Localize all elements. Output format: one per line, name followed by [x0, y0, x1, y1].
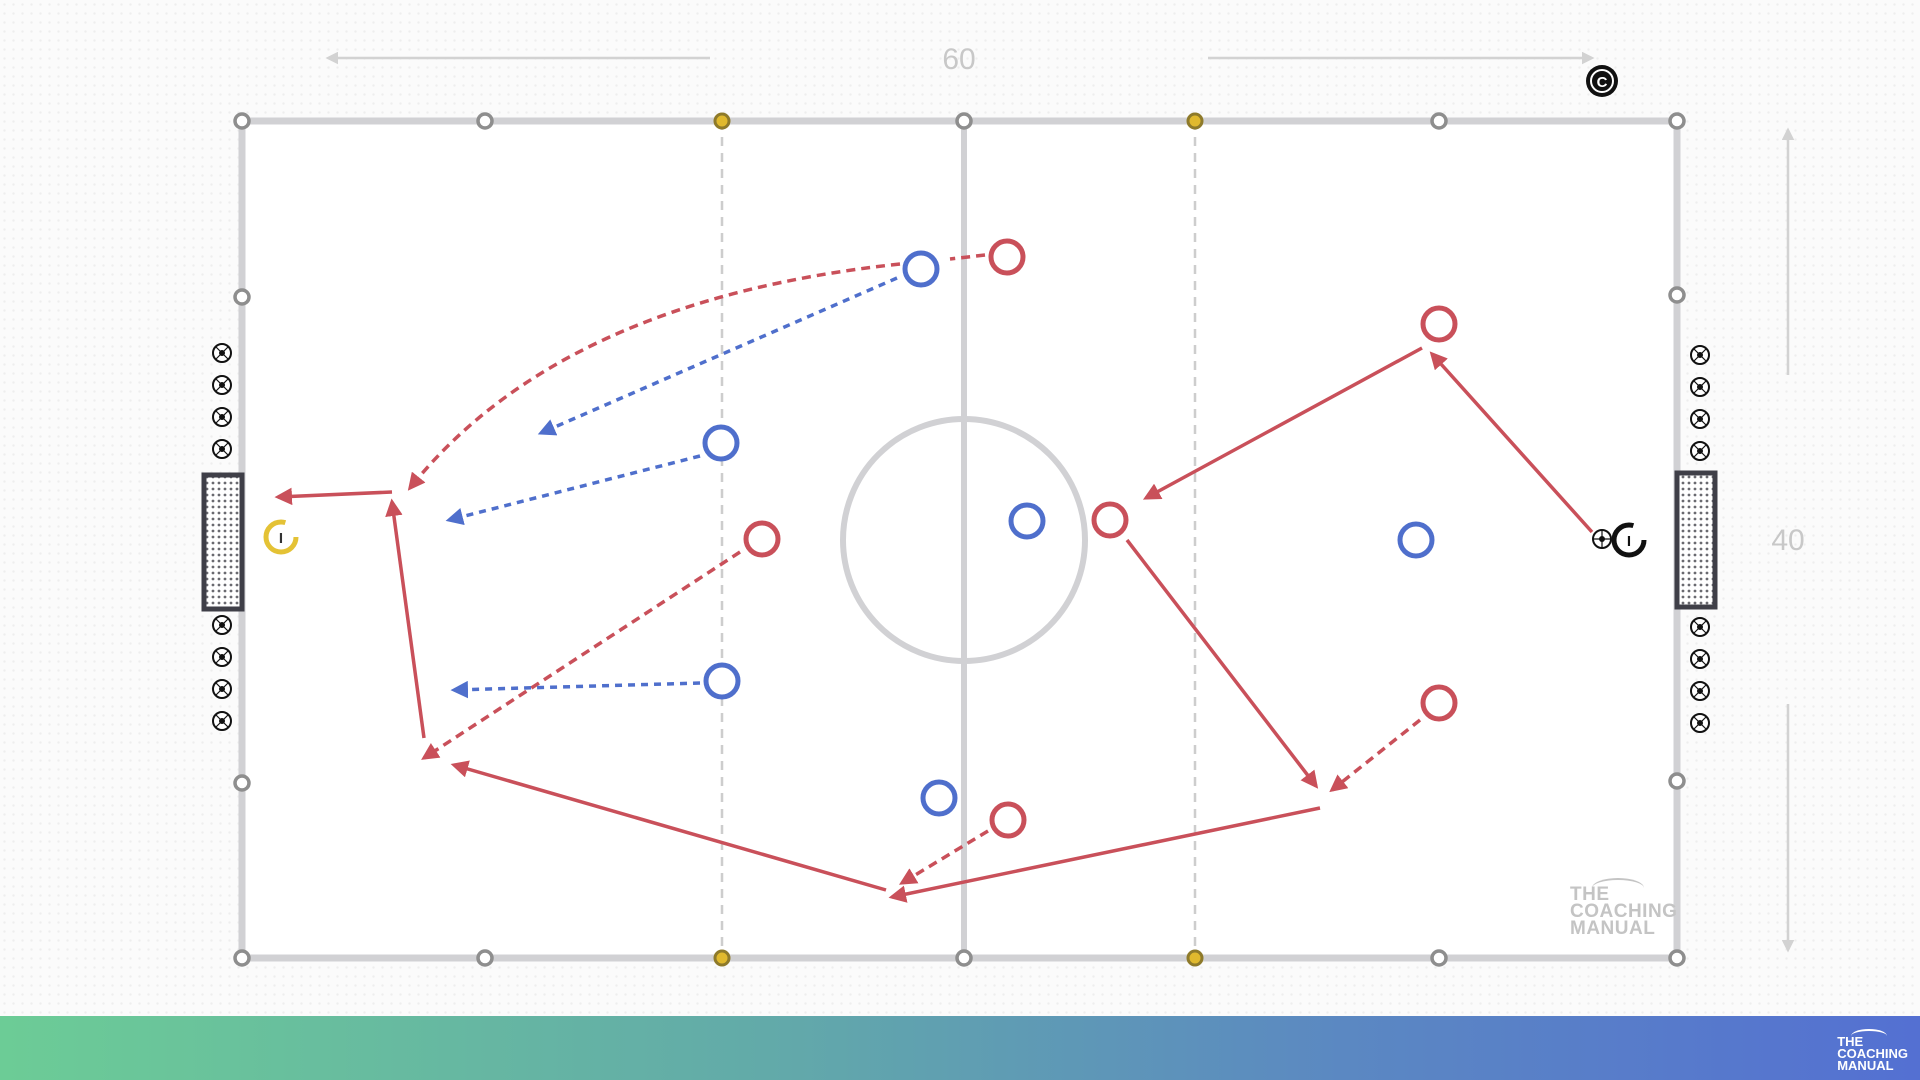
center-circle [840, 416, 1088, 664]
red-pass-line [407, 262, 901, 491]
cone-grey [1668, 949, 1686, 967]
watermark-arc-icon [1592, 878, 1644, 898]
cone-gold [1186, 949, 1204, 967]
cone-grey [1668, 112, 1686, 130]
blue-run-line [450, 680, 701, 699]
goalkeeper-black-label: I [1627, 533, 1631, 550]
pitch [238, 117, 1681, 962]
coach-marker[interactable]: C [1586, 65, 1618, 97]
width-dimension: 40 [1771, 127, 1805, 953]
ball-icon [1690, 345, 1710, 365]
cone-grey [955, 112, 973, 130]
coach-icon-ring [1590, 69, 1614, 93]
cone-grey [1430, 949, 1448, 967]
blue-run-line [445, 454, 701, 526]
cone-gold [713, 949, 731, 967]
red-run-line [1429, 351, 1594, 534]
cone-grey [955, 949, 973, 967]
footer-bar: THE COACHING MANUAL [0, 1016, 1920, 1080]
ball-icon [212, 343, 232, 363]
red-run-line [274, 487, 393, 506]
red-player[interactable] [1091, 501, 1129, 539]
footer-logo-line3: MANUAL [1837, 1058, 1894, 1073]
blue-player[interactable] [702, 424, 740, 462]
blue-player[interactable] [703, 662, 741, 700]
goal-left [201, 472, 245, 612]
goalkeeper-yellow[interactable]: I [263, 519, 299, 555]
red-player[interactable] [1420, 305, 1458, 343]
ball-icon [1690, 441, 1710, 461]
ball-icon [1690, 617, 1710, 637]
cones [233, 112, 1686, 967]
cone-grey [1668, 286, 1686, 304]
red-player[interactable] [743, 520, 781, 558]
goalkeeper-black-ring [1611, 522, 1647, 558]
goalkeeper-yellow-ring [263, 519, 299, 555]
ball-icon [212, 375, 232, 395]
ball-icon [1690, 681, 1710, 701]
blue-player[interactable] [902, 250, 940, 288]
goalkeeper-black[interactable]: I [1592, 522, 1647, 558]
blue-player[interactable] [1397, 521, 1435, 559]
ball-icon [212, 711, 232, 731]
red-pass-line [899, 829, 989, 885]
cone-gold [713, 112, 731, 130]
length-label: 60 [942, 43, 975, 76]
red-run-line [385, 498, 426, 739]
cone-grey [233, 112, 251, 130]
red-run-line [450, 760, 887, 892]
blue-player[interactable] [1008, 502, 1046, 540]
goalkeeper-yellow-label: I [279, 530, 283, 547]
red-team [743, 238, 1458, 839]
ball-icon [212, 615, 232, 635]
red-player[interactable] [989, 801, 1027, 839]
blue-team [702, 250, 1435, 817]
cone-grey [233, 774, 251, 792]
watermark-line3: MANUAL [1570, 918, 1656, 939]
cone-grey [233, 288, 251, 306]
ball-icon [1690, 377, 1710, 397]
cone-grey [476, 112, 494, 130]
ball-stacks [212, 343, 1710, 733]
ball-icon [1690, 713, 1710, 733]
goal-net-right [1674, 470, 1718, 610]
goal-right [1674, 470, 1718, 610]
ball-icon [1592, 529, 1612, 549]
cone-grey [476, 949, 494, 967]
red-run-line [1142, 346, 1423, 500]
width-label: 40 [1771, 524, 1804, 557]
ball-icon [212, 679, 232, 699]
cone-grey [1430, 112, 1448, 130]
red-pass-line [421, 550, 741, 760]
ball-icon [1690, 409, 1710, 429]
ball-icon [212, 407, 232, 427]
footer-logo: THE COACHING MANUAL [1837, 1029, 1908, 1073]
cone-grey [1668, 772, 1686, 790]
cone-gold [1186, 112, 1204, 130]
red-pass-line [1329, 718, 1422, 793]
ball-icon [1690, 649, 1710, 669]
length-dimension: 60 [325, 43, 1595, 76]
ball-icon [212, 439, 232, 459]
watermark-line2: COACHING [1570, 901, 1678, 922]
ball-icon [212, 647, 232, 667]
coaching-manual-watermark: THE COACHING MANUAL [1570, 878, 1678, 939]
goal-net-left [201, 472, 245, 612]
red-player[interactable] [988, 238, 1026, 276]
footer-logo-line2: COACHING [1837, 1046, 1908, 1061]
movement-lines [274, 253, 1594, 903]
cone-grey [233, 949, 251, 967]
red-player[interactable] [1420, 684, 1458, 722]
footer-logo-arc-icon [1851, 1029, 1888, 1043]
pitch-boundary [238, 117, 1681, 962]
pitch-diagram: 60 40 [201, 43, 1805, 967]
red-run-line [888, 806, 1321, 903]
red-run-line [1125, 538, 1319, 789]
coach-label: C [1597, 74, 1608, 91]
blue-player[interactable] [920, 779, 958, 817]
red-pass-line [949, 253, 986, 261]
